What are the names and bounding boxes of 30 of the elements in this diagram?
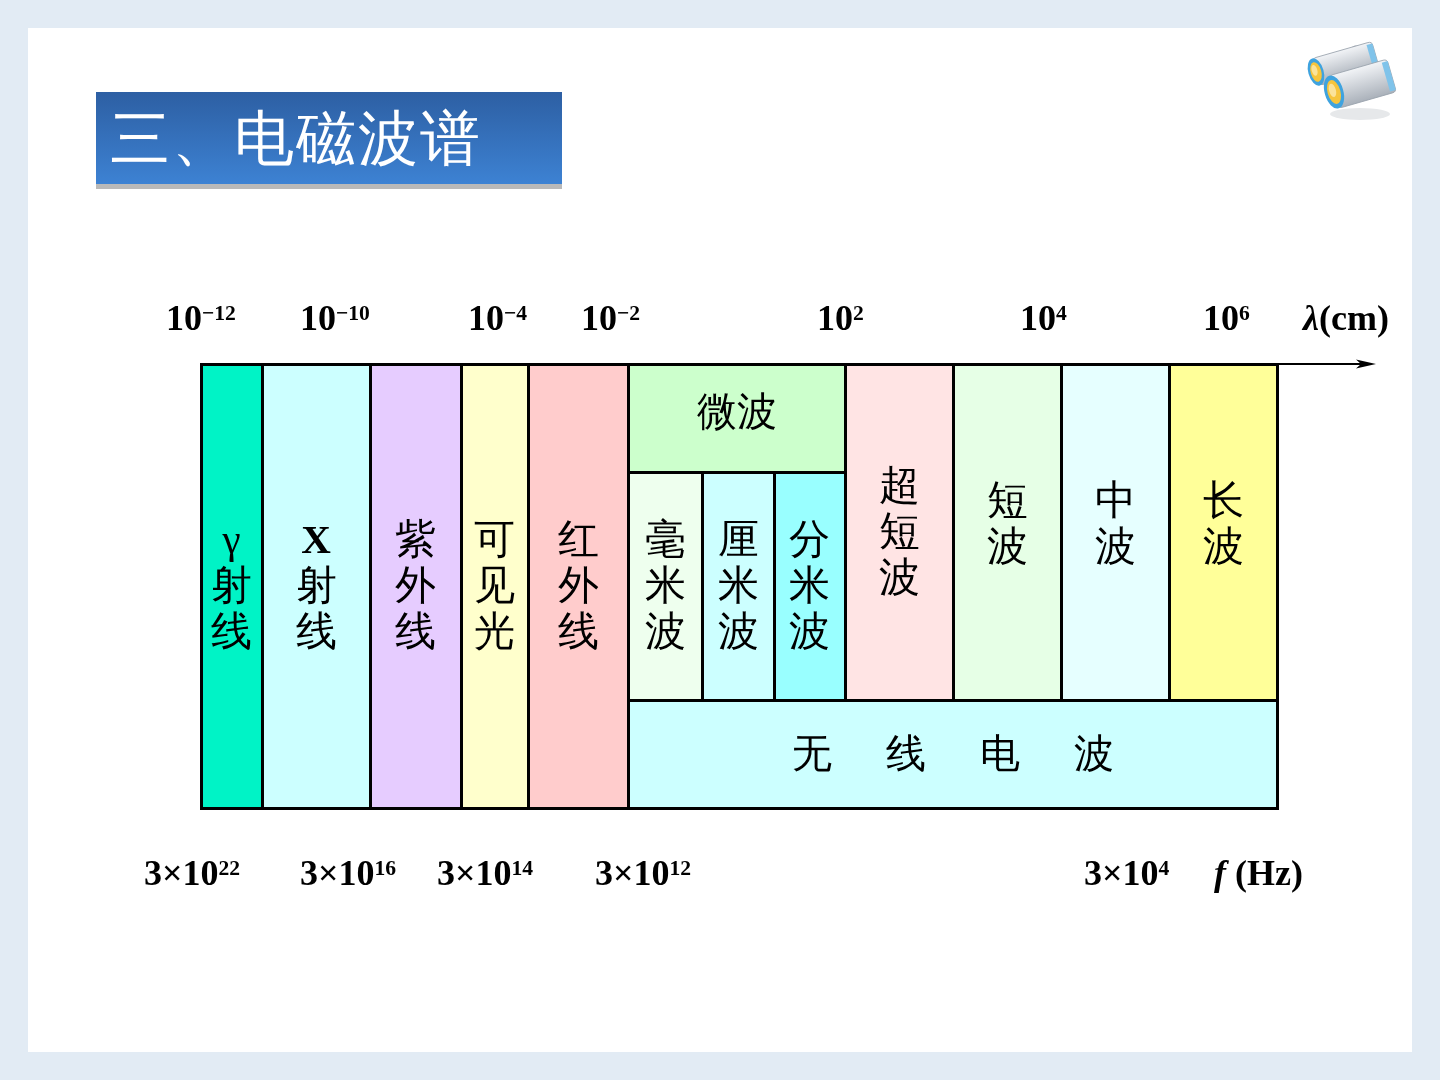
band-label: γ射线 bbox=[211, 517, 252, 655]
tick-label: 3×10$^{22}$ bbox=[144, 852, 241, 895]
band-label: 红外线 bbox=[557, 517, 599, 655]
tick-label: 10$^{2}$ bbox=[817, 297, 864, 340]
tick-label: 10$^{−2}$ bbox=[581, 297, 641, 340]
band-label: 分米波 bbox=[789, 517, 830, 655]
band-label: 毫米波 bbox=[644, 517, 686, 655]
tick-label: 10$^{6}$ bbox=[1203, 297, 1250, 340]
band-label: 无 线 电 波 bbox=[791, 731, 1114, 777]
band-label: X射线 bbox=[295, 517, 337, 655]
tick-label: 10$^{4}$ bbox=[1020, 297, 1067, 340]
band-label: 中波 bbox=[1094, 478, 1136, 570]
band-label: 长波 bbox=[1202, 478, 1244, 570]
tick-label: 3×10$^{12}$ bbox=[595, 852, 692, 895]
band-label: 微波 bbox=[696, 389, 777, 435]
tick-label: 3×10$^{14}$ bbox=[437, 852, 534, 895]
band-label: 超短波 bbox=[878, 463, 920, 601]
band-label: 厘米波 bbox=[717, 517, 759, 655]
axis-label: λ(cm) bbox=[1303, 297, 1389, 340]
tick-label: 3×10$^{16}$ bbox=[300, 852, 397, 895]
axis-label: f (Hz) bbox=[1214, 852, 1303, 895]
tick-label: 10$^{−4}$ bbox=[468, 297, 528, 340]
tick-label: 10$^{−10}$ bbox=[300, 297, 370, 340]
band-label: 紫外线 bbox=[395, 517, 436, 655]
band-label: 短波 bbox=[986, 478, 1028, 570]
band-label: 可见光 bbox=[474, 517, 515, 655]
spectrum-band bbox=[199, 362, 264, 810]
slide-title: 三、电磁波谱 bbox=[96, 92, 562, 189]
tick-label: 10$^{−12}$ bbox=[166, 297, 236, 340]
tick-label: 3×10$^{4}$ bbox=[1084, 852, 1170, 895]
